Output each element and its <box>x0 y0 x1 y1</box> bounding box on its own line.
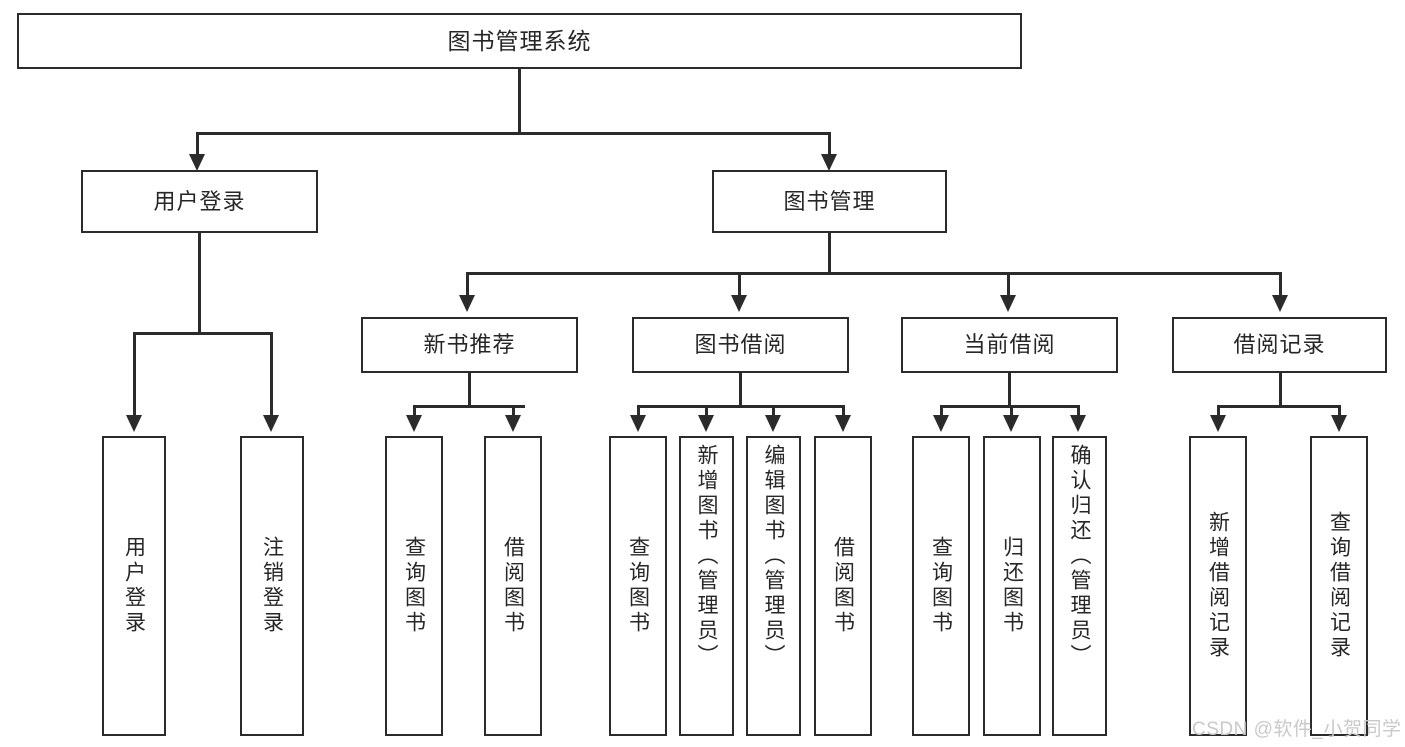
connector-user-login-leaf2 <box>270 332 273 419</box>
arrowhead-leaf-return-book <box>1003 415 1019 432</box>
connector-root-to-user-login <box>196 132 199 158</box>
connector-bm-to-book-borrow <box>738 272 741 299</box>
connector-book-manage-bus <box>466 272 1282 275</box>
connector-bb-leaf3 <box>772 405 775 419</box>
connector-root-stem <box>518 69 521 134</box>
connector-new-book-rec-stem <box>468 373 471 407</box>
node-leaf-query-book-b[interactable]: 查询图书 <box>609 436 667 736</box>
node-leaf-query-book-rec[interactable]: 查询图书 <box>385 436 443 736</box>
node-leaf-logout-label: 注销登录 <box>260 536 284 636</box>
connector-current-borrow-bus <box>940 405 1079 408</box>
connector-user-login-bus <box>133 332 273 335</box>
arrowhead-current-borrow <box>1000 295 1016 312</box>
arrowhead-leaf-add-book <box>698 415 714 432</box>
node-leaf-query-book-c-label: 查询图书 <box>929 536 953 636</box>
connector-current-borrow-stem <box>1008 373 1011 407</box>
arrowhead-leaf-query-book-b <box>630 415 646 432</box>
connector-root-bus <box>196 132 830 135</box>
node-leaf-return-book[interactable]: 归还图书 <box>983 436 1041 736</box>
node-leaf-borrow-book-b[interactable]: 借阅图书 <box>814 436 872 736</box>
node-leaf-user-login-label: 用户登录 <box>122 536 146 636</box>
arrowhead-user-login <box>189 154 205 171</box>
node-root-label: 图书管理系统 <box>447 27 592 54</box>
node-leaf-add-record[interactable]: 新增借阅记录 <box>1189 436 1247 736</box>
connector-bm-to-new-book-rec <box>466 272 469 299</box>
arrowhead-borrow-record <box>1272 295 1288 312</box>
node-leaf-add-book-label: 新增图书（管理员） <box>695 444 718 669</box>
node-leaf-user-login[interactable]: 用户登录 <box>102 436 166 736</box>
connector-bm-to-borrow-record <box>1279 272 1282 299</box>
connector-book-borrow-stem <box>739 373 742 407</box>
node-leaf-borrow-book-rec-label: 借阅图书 <box>501 536 525 636</box>
node-leaf-query-book-c[interactable]: 查询图书 <box>912 436 970 736</box>
connector-cb-leaf1 <box>940 405 943 419</box>
node-new-book-rec-label: 新书推荐 <box>423 332 516 358</box>
connector-nbr-leaf2 <box>512 405 515 419</box>
node-leaf-add-record-label: 新增借阅记录 <box>1206 511 1230 661</box>
node-book-borrow[interactable]: 图书借阅 <box>632 317 849 373</box>
node-leaf-confirm-return[interactable]: 确认归还（管理员） <box>1052 436 1107 736</box>
node-leaf-query-book-b-label: 查询图书 <box>626 536 650 636</box>
arrowhead-book-manage <box>821 154 837 171</box>
arrowhead-leaf-confirm-return <box>1070 415 1086 432</box>
connector-bb-leaf4 <box>842 405 845 419</box>
arrowhead-leaf-borrow-book-rec <box>505 415 521 432</box>
arrowhead-leaf-logout <box>263 415 279 432</box>
arrowhead-leaf-borrow-book-b <box>835 415 851 432</box>
node-leaf-borrow-book-rec[interactable]: 借阅图书 <box>484 436 542 736</box>
node-leaf-logout[interactable]: 注销登录 <box>240 436 304 736</box>
node-leaf-add-book[interactable]: 新增图书（管理员） <box>679 436 734 736</box>
arrowhead-leaf-user-login <box>126 415 142 432</box>
arrowhead-book-borrow <box>731 295 747 312</box>
node-user-login[interactable]: 用户登录 <box>81 170 318 233</box>
arrowhead-leaf-add-record <box>1210 415 1226 432</box>
node-new-book-rec[interactable]: 新书推荐 <box>361 317 578 373</box>
node-leaf-confirm-return-label: 确认归还（管理员） <box>1068 444 1091 669</box>
connector-user-login-leaf1 <box>133 332 136 419</box>
arrowhead-leaf-query-record <box>1331 415 1347 432</box>
connector-root-to-book-manage <box>828 132 831 158</box>
node-leaf-borrow-book-b-label: 借阅图书 <box>831 536 855 636</box>
connector-cb-leaf2 <box>1010 405 1013 419</box>
node-book-manage[interactable]: 图书管理 <box>712 170 947 233</box>
connector-bm-to-current-borrow <box>1007 272 1010 299</box>
connector-borrow-record-stem <box>1279 373 1282 407</box>
connector-bb-leaf1 <box>637 405 640 419</box>
arrowhead-leaf-query-book-rec <box>406 415 422 432</box>
node-leaf-edit-book[interactable]: 编辑图书（管理员） <box>746 436 801 736</box>
node-root[interactable]: 图书管理系统 <box>17 13 1022 69</box>
arrowhead-leaf-edit-book <box>765 415 781 432</box>
node-current-borrow[interactable]: 当前借阅 <box>901 317 1118 373</box>
node-user-login-label: 用户登录 <box>153 188 246 214</box>
node-borrow-record[interactable]: 借阅记录 <box>1172 317 1387 373</box>
connector-borrow-record-bus <box>1217 405 1341 408</box>
connector-nbr-leaf1 <box>413 405 416 419</box>
node-leaf-return-book-label: 归还图书 <box>1000 536 1024 636</box>
node-current-borrow-label: 当前借阅 <box>963 332 1056 358</box>
connector-book-manage-stem <box>828 233 831 274</box>
connector-user-login-stem <box>198 233 201 334</box>
connector-br-leaf1 <box>1217 405 1220 419</box>
connector-cb-leaf3 <box>1077 405 1080 419</box>
node-leaf-query-record-label: 查询借阅记录 <box>1327 511 1351 661</box>
connector-book-borrow-bus <box>637 405 844 408</box>
node-leaf-edit-book-label: 编辑图书（管理员） <box>762 444 785 669</box>
node-book-manage-label: 图书管理 <box>783 188 876 214</box>
connector-bb-leaf2 <box>705 405 708 419</box>
node-borrow-record-label: 借阅记录 <box>1233 332 1326 358</box>
arrowhead-new-book-rec <box>459 295 475 312</box>
connector-br-leaf2 <box>1338 405 1341 419</box>
connector-new-book-rec-bus <box>413 405 525 408</box>
node-leaf-query-book-rec-label: 查询图书 <box>402 536 426 636</box>
node-book-borrow-label: 图书借阅 <box>694 332 787 358</box>
arrowhead-leaf-query-book-c <box>933 415 949 432</box>
node-leaf-query-record[interactable]: 查询借阅记录 <box>1310 436 1368 736</box>
